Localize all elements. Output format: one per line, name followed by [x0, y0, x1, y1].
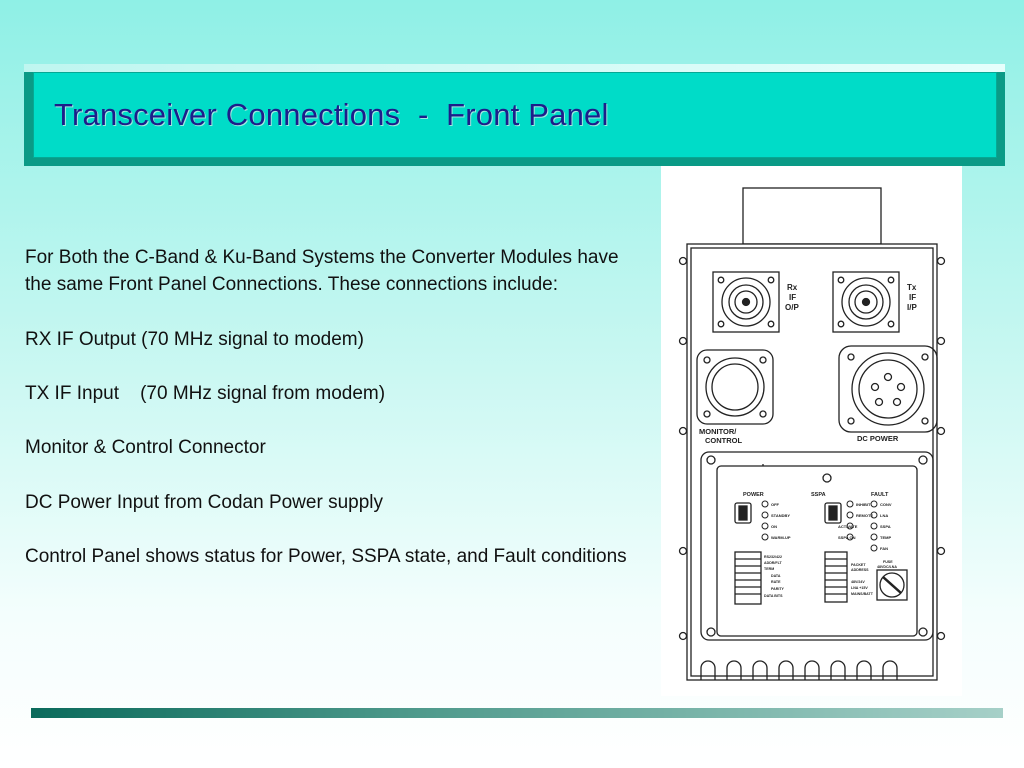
- fault-led-label: TEMP: [880, 535, 891, 540]
- heatsink-fins: [700, 660, 898, 680]
- power-led-label: OFF: [771, 502, 780, 507]
- monitor-label-line-1: MONITOR/: [699, 427, 737, 436]
- footer-rule: [31, 708, 1003, 718]
- body-item-monitor-control: Monitor & Control Connector: [25, 437, 266, 459]
- dip-right-label: 48V/24V: [851, 580, 865, 584]
- fault-led-label: LNA: [880, 513, 888, 518]
- fuse-label-line-2: 48VDC/LNA: [877, 565, 897, 569]
- body-item-tx-if-input: TX IF Input (70 MHz signal from modem): [25, 382, 386, 404]
- tx-label-line-1: Tx: [907, 283, 917, 292]
- sspa-header: SSPA: [811, 492, 826, 498]
- power-header: POWER: [743, 492, 764, 498]
- sspa-led-label: INHIBIT: [856, 502, 871, 507]
- front-panel-figure: Rx IF O/P Tx IF I/P MONITOR/ CONTROL DC …: [661, 166, 962, 696]
- rx-label-line-1: Rx: [787, 283, 798, 292]
- title-panel: Transceiver Connections - Front Panel: [33, 72, 997, 158]
- control-panel: [700, 451, 934, 641]
- dip-left-label: ADDR/FLT: [764, 561, 783, 565]
- fuse-holder: [876, 569, 908, 601]
- slide-title: Transceiver Connections - Front Panel: [54, 97, 609, 132]
- fuse-label-line-1: FUSE: [883, 560, 893, 564]
- sspa-led-label: ACTIVATE: [838, 524, 858, 529]
- power-led-label: STANDBY: [771, 513, 790, 518]
- dip-switch-left: [734, 551, 762, 605]
- body-item-control-panel: Control Panel shows status for Power, SS…: [25, 546, 627, 568]
- power-led-label: WARM-UP: [771, 535, 791, 540]
- fault-led-label: FAN: [880, 546, 888, 551]
- monitor-label-line-2: CONTROL: [705, 436, 742, 445]
- fault-header: FAULT: [871, 492, 889, 498]
- tx-if-connector: [832, 271, 900, 333]
- dip-left-label: DATA BITS: [764, 594, 783, 598]
- sspa-led-label: REMOTE: [856, 513, 873, 518]
- title-bar-highlight: [24, 64, 1005, 72]
- dc-power-label: DC POWER: [857, 434, 899, 443]
- dip-left-label: DATA: [771, 574, 781, 578]
- fault-led-label: SSPA: [880, 524, 891, 529]
- dip-left-label: RS232/422: [764, 555, 782, 559]
- dip-right-label: ADDRESS: [851, 568, 869, 572]
- title-bar: Transceiver Connections - Front Panel: [24, 64, 1005, 166]
- handle-block: [742, 187, 882, 245]
- tx-label-line-2: IF: [909, 293, 916, 302]
- rx-if-connector: [712, 271, 780, 333]
- power-led-label: ON: [771, 524, 777, 529]
- dc-power-connector: [838, 345, 938, 433]
- monitor-control-connector: [696, 349, 774, 425]
- fault-led-label: CONV: [880, 502, 892, 507]
- chassis-outline: [686, 243, 938, 681]
- dip-right-label: LNA +15V: [851, 586, 868, 590]
- rx-label-line-2: IF: [789, 293, 796, 302]
- dip-left-label: RATE: [771, 580, 781, 584]
- body-item-dc-power: DC Power Input from Codan Power supply: [25, 491, 383, 513]
- rx-label-line-3: O/P: [785, 303, 799, 312]
- front-panel-drawing: Rx IF O/P Tx IF I/P MONITOR/ CONTROL DC …: [678, 187, 946, 681]
- tx-label-line-3: I/P: [907, 303, 917, 312]
- body-item-rx-if-output: RX IF Output (70 MHz signal to modem): [25, 328, 364, 350]
- dip-right-label: MAINS/BATT: [851, 592, 874, 596]
- dip-left-label: TERM: [764, 567, 774, 571]
- body-paragraph-intro: For Both the C-Band & Ku-Band Systems th…: [25, 247, 624, 296]
- dip-right-label: PACKET: [851, 563, 866, 567]
- dip-switch-right: [824, 551, 848, 603]
- slide-body: For Both the C-Band & Ku-Band Systems th…: [25, 244, 650, 598]
- sspa-led-label: SSPA ON: [838, 535, 856, 540]
- dip-left-label: PARITY: [771, 587, 785, 591]
